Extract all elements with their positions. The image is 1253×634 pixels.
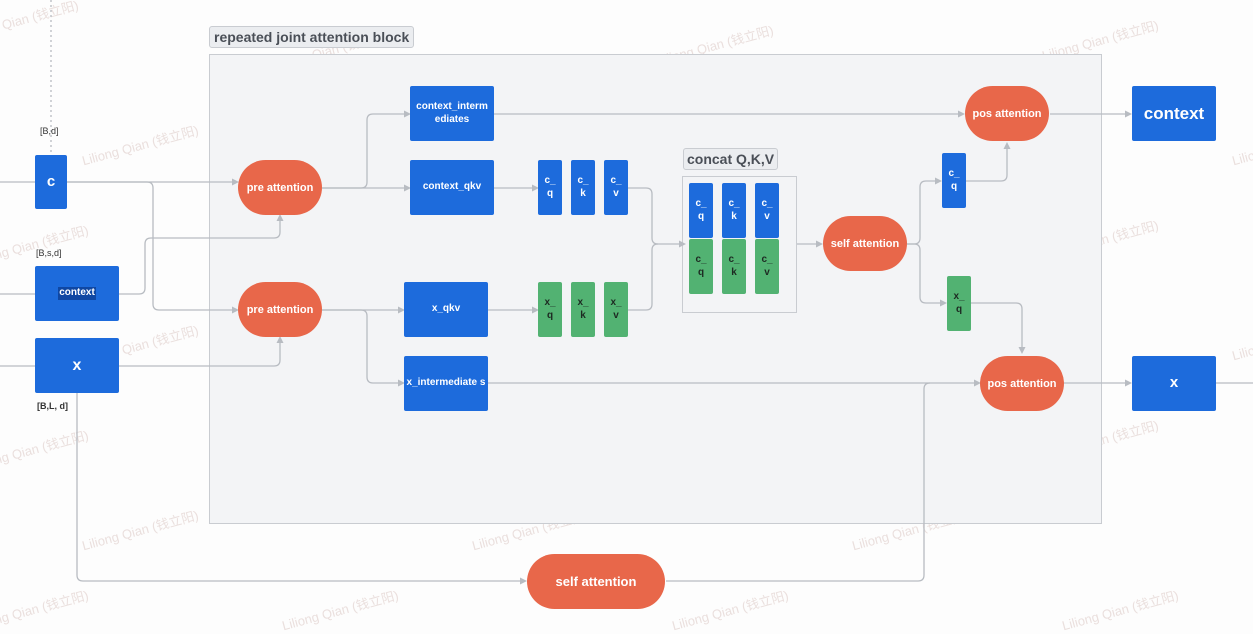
arrow-pos-bottom-left (974, 379, 981, 387)
joint-attention-block-title: repeated joint attention block (209, 26, 415, 48)
wire-pre-xint (322, 309, 398, 384)
pos-attention-bottom-node[interactable]: pos attention (980, 356, 1064, 411)
arrow-pos-top-bottom (1003, 142, 1011, 149)
wire-x-selfattn (76, 393, 521, 582)
x-qkv-node[interactable]: x_qkv (404, 282, 488, 337)
c-v-chip[interactable]: c_ v (604, 160, 628, 215)
arrow-xint (398, 379, 405, 387)
wire-c-pre-bottom (67, 181, 232, 311)
wire-context-pre (118, 220, 281, 295)
arrow-ctxint (404, 110, 411, 118)
output-context-node[interactable]: context (1132, 86, 1216, 141)
x-shape-label: [B,L, d] (37, 401, 68, 411)
c-shape-label: [B,d] (40, 126, 59, 136)
self-attention-inner-node[interactable]: self attention (823, 216, 907, 271)
output-x-node[interactable]: x (1132, 356, 1216, 411)
wire-x-pre (118, 342, 281, 367)
arrow-concat (679, 240, 686, 248)
arrow-context-out (1125, 110, 1132, 118)
concat-c-q-chip[interactable]: c_ q (689, 183, 713, 238)
pos-attention-top-node[interactable]: pos attention (965, 86, 1049, 141)
concat-x-k-chip[interactable]: c_ k (722, 239, 746, 294)
concat-c-k-chip[interactable]: c_ k (722, 183, 746, 238)
arrow-xq (532, 306, 539, 314)
concat-c-v-chip[interactable]: c_ v (755, 183, 779, 238)
out-c-q-chip[interactable]: c_ q (942, 153, 966, 208)
concat-qkv-title: concat Q,K,V (683, 148, 779, 170)
context-shape-label: [B,s,d] (36, 248, 62, 258)
context-qkv-node[interactable]: context_qkv (410, 160, 494, 215)
arrow-self (816, 240, 823, 248)
arrow-x-out (1125, 379, 1132, 387)
self-attention-outer-node[interactable]: self attention (527, 554, 665, 609)
arrow-out-cq (935, 177, 942, 185)
wire-cq-pos (966, 148, 1008, 182)
arrow-pre-top (232, 178, 239, 186)
input-context-label: context (58, 287, 96, 300)
x-v-chip[interactable]: x_ v (604, 282, 628, 337)
arrow-context-pre (276, 214, 284, 221)
arrow-ctxqkv (404, 184, 411, 192)
wire-xv-concat (628, 243, 659, 311)
input-context-node[interactable]: context (35, 266, 119, 321)
x-intermediates-node[interactable]: x_intermediate s (404, 356, 488, 411)
pre-attention-top-node[interactable]: pre attention (238, 160, 322, 215)
concat-x-q-chip[interactable]: c_ q (689, 239, 713, 294)
c-q-chip[interactable]: c_ q (538, 160, 562, 215)
wire-selfattn-pos (666, 382, 931, 582)
c-k-chip[interactable]: c_ k (571, 160, 595, 215)
arrow-out-xq (940, 299, 947, 307)
x-q-chip[interactable]: x_ q (538, 282, 562, 337)
wire-pre-ctxint (322, 113, 404, 189)
arrow-cq (532, 184, 539, 192)
x-k-chip[interactable]: x_ k (571, 282, 595, 337)
context-intermediates-node[interactable]: context_interm ediates (410, 86, 494, 141)
arrow-xqkv (398, 306, 405, 314)
wire-cv-concat (628, 187, 680, 245)
arrow-pos-top-left (958, 110, 965, 118)
pre-attention-bottom-node[interactable]: pre attention (238, 282, 322, 337)
arrow-selfattn-outer (520, 577, 527, 585)
arrow-x-pre (276, 336, 284, 343)
input-x-node[interactable]: x (35, 338, 119, 393)
out-x-q-chip[interactable]: x_ q (947, 276, 971, 331)
concat-x-v-chip[interactable]: c_ v (755, 239, 779, 294)
arrow-pre-bottom (232, 306, 239, 314)
wire-xq-pos (970, 302, 1023, 348)
input-c-node[interactable]: c (35, 155, 67, 209)
arrow-pos-bottom-top (1018, 347, 1026, 354)
wire-self-xq (907, 243, 941, 304)
wire-self-cq (907, 180, 936, 245)
